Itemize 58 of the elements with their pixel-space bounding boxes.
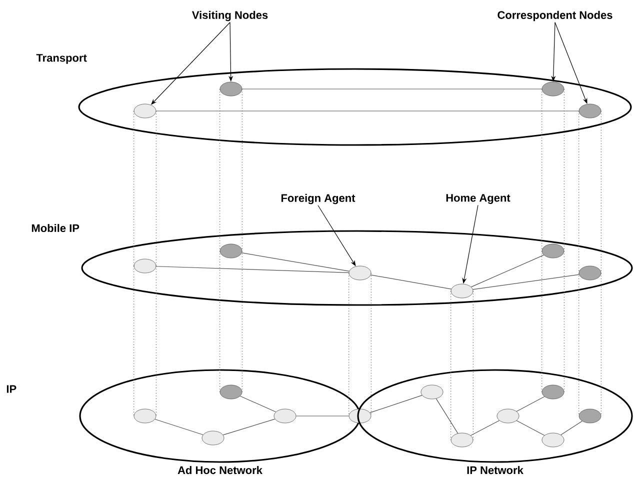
node-label: Ad Hoc Network: [178, 466, 262, 474]
host-node: [578, 266, 602, 280]
link-line: [370, 274, 452, 290]
dotted-link: [541, 88, 565, 252]
host-node: [348, 266, 372, 280]
link-line: [154, 418, 204, 436]
host-node: [542, 244, 564, 258]
dotted-link: [450, 290, 474, 440]
link-line: [370, 395, 422, 413]
node-label: Correspondent Nodes: [498, 10, 612, 22]
host-node: [420, 384, 444, 400]
host-node: [274, 408, 296, 424]
host-node: [348, 408, 372, 424]
link-line: [516, 396, 545, 412]
dotted-link: [133, 266, 157, 416]
link-line: [436, 398, 458, 434]
link-line: [156, 110, 580, 112]
layer-ellipse: [81, 230, 633, 306]
dotted-link: [578, 272, 602, 416]
link-line: [222, 418, 276, 436]
dotted-link: [578, 110, 602, 274]
link-line: [516, 420, 545, 436]
link-line: [242, 88, 542, 90]
host-node: [220, 244, 242, 258]
dotted-link: [133, 110, 157, 266]
node-label: Foreign Agent: [281, 194, 356, 204]
host-node: [578, 408, 602, 424]
layer-label: Mobile IP: [32, 224, 80, 232]
dotted-link: [219, 88, 243, 252]
host-node: [496, 408, 520, 424]
dotted-link: [541, 250, 565, 392]
dotted-link: [219, 250, 243, 392]
host-node: [450, 284, 474, 298]
host-node: [134, 408, 156, 424]
link-line: [472, 274, 580, 290]
node-label: Home Agent: [446, 194, 510, 204]
link-line: [470, 254, 544, 288]
host-node: [220, 82, 242, 96]
node-label: IP Network: [467, 466, 524, 474]
host-node: [578, 104, 602, 118]
link-line: [156, 266, 350, 273]
link-line: [240, 396, 276, 412]
layer-ellipse: [78, 68, 632, 146]
host-node: [542, 432, 564, 448]
host-node: [542, 384, 564, 400]
link-line: [560, 420, 582, 436]
dotted-link: [348, 272, 372, 416]
link-line: [242, 252, 350, 272]
host-node: [220, 384, 242, 400]
layer-label: IP: [6, 385, 16, 393]
link-line: [470, 420, 500, 436]
host-node: [134, 258, 156, 274]
host-node: [542, 82, 564, 96]
host-node: [450, 432, 474, 448]
layer-label: Transport: [36, 54, 87, 64]
host-node: [134, 104, 156, 118]
host-node: [202, 430, 224, 446]
node-label: Visiting Nodes: [192, 10, 268, 22]
